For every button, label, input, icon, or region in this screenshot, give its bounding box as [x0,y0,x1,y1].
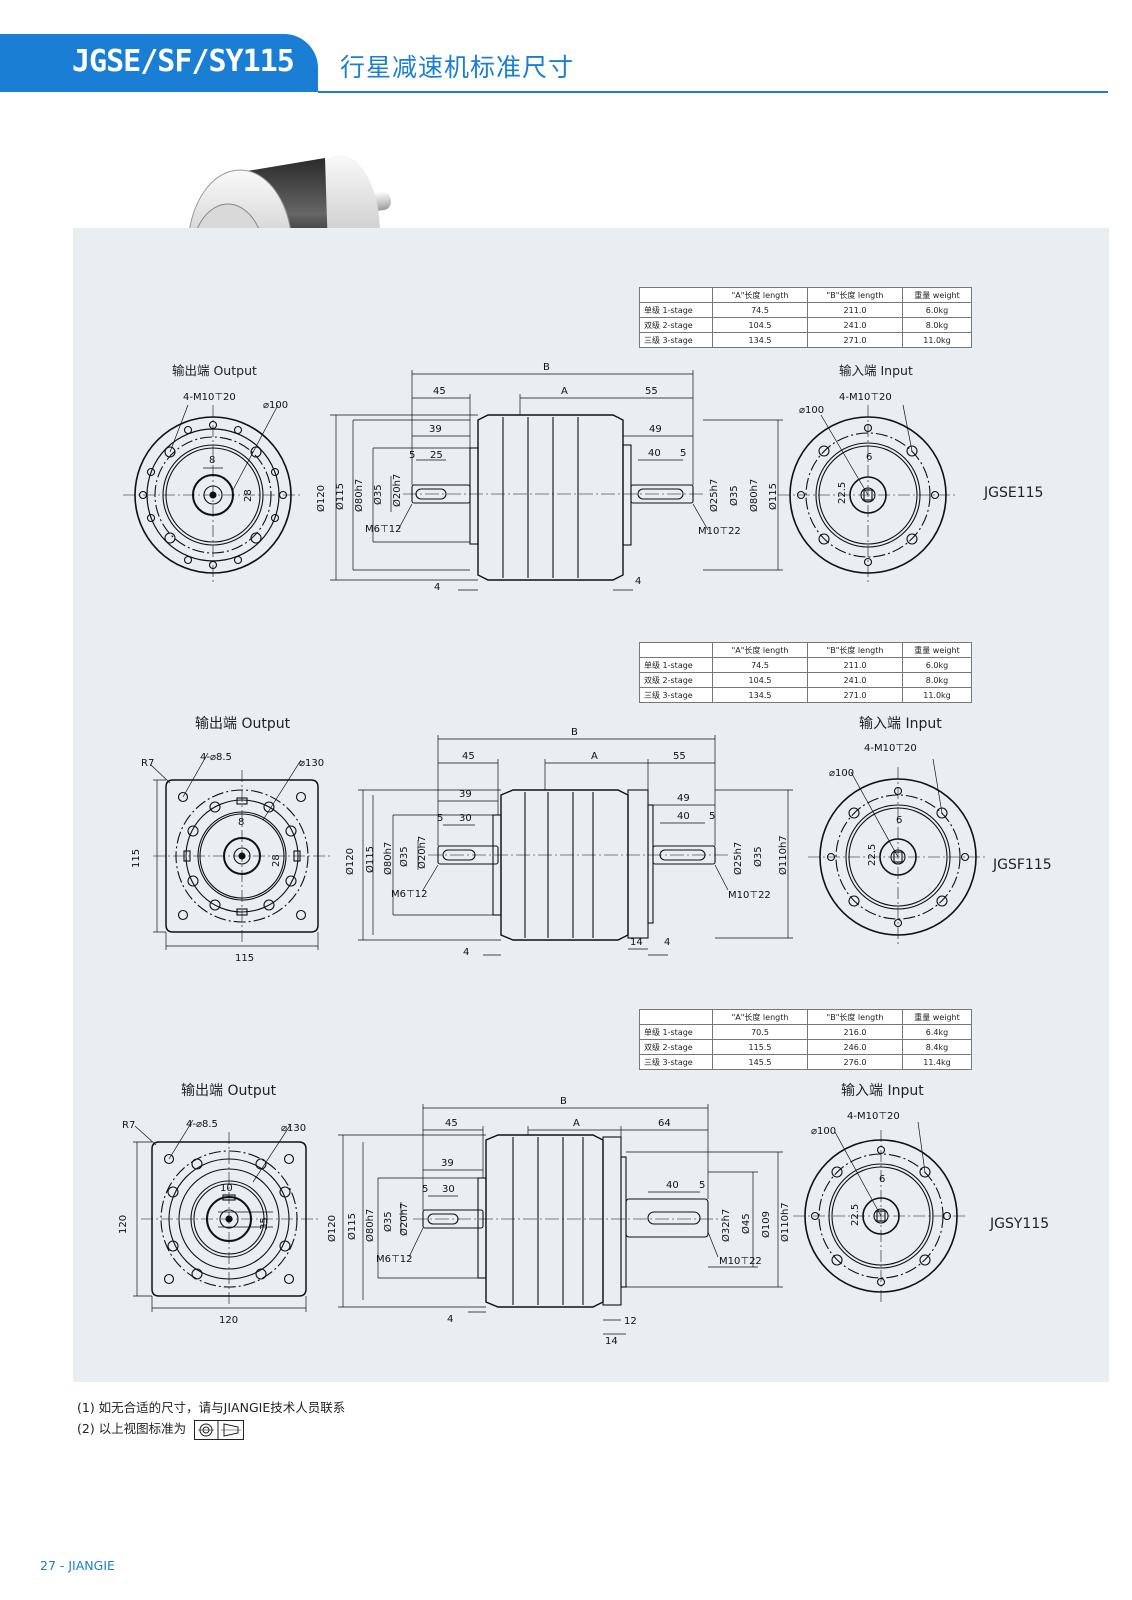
model-name: JGSY115 [990,1216,1050,1232]
model-name: JGSE115 [984,485,1044,501]
model-name: JGSF115 [993,857,1052,873]
drawing-jgsy115 [133,1104,968,1335]
note-projection: (2) 以上视图标准为 [77,1418,245,1440]
output-view [123,404,303,585]
input-label: 输入端 Input [859,716,942,732]
side-view [330,370,783,591]
output-label: 输出端 Output [172,363,257,378]
output-label: 输出端 Output [195,716,291,732]
drawing-jgse115 [123,370,958,591]
header-rule [318,91,1108,93]
page-title: 行星减速机标准尺寸 [340,53,575,82]
input-label: 输入端 Input [841,1083,924,1099]
page-footer: 27 - JIANGIE [40,1558,115,1573]
output-view [150,752,331,950]
input-view [778,404,958,585]
input-view [793,1121,968,1302]
side-view [338,1104,783,1335]
projection-symbol-icon [194,1419,245,1440]
input-view [808,758,988,947]
series-code: JGSE/SF/SY115 [72,44,295,79]
output-label: 输出端 Output [181,1083,277,1099]
input-label: 输入端 Input [839,363,913,378]
note-contact: (1) 如无合适的尺寸，请与JIANGIE技术人员联系 [77,1400,346,1415]
drawing-jgsf115 [150,735,988,956]
side-view [358,735,793,956]
header-tab [0,34,318,92]
output-view [133,1119,318,1312]
